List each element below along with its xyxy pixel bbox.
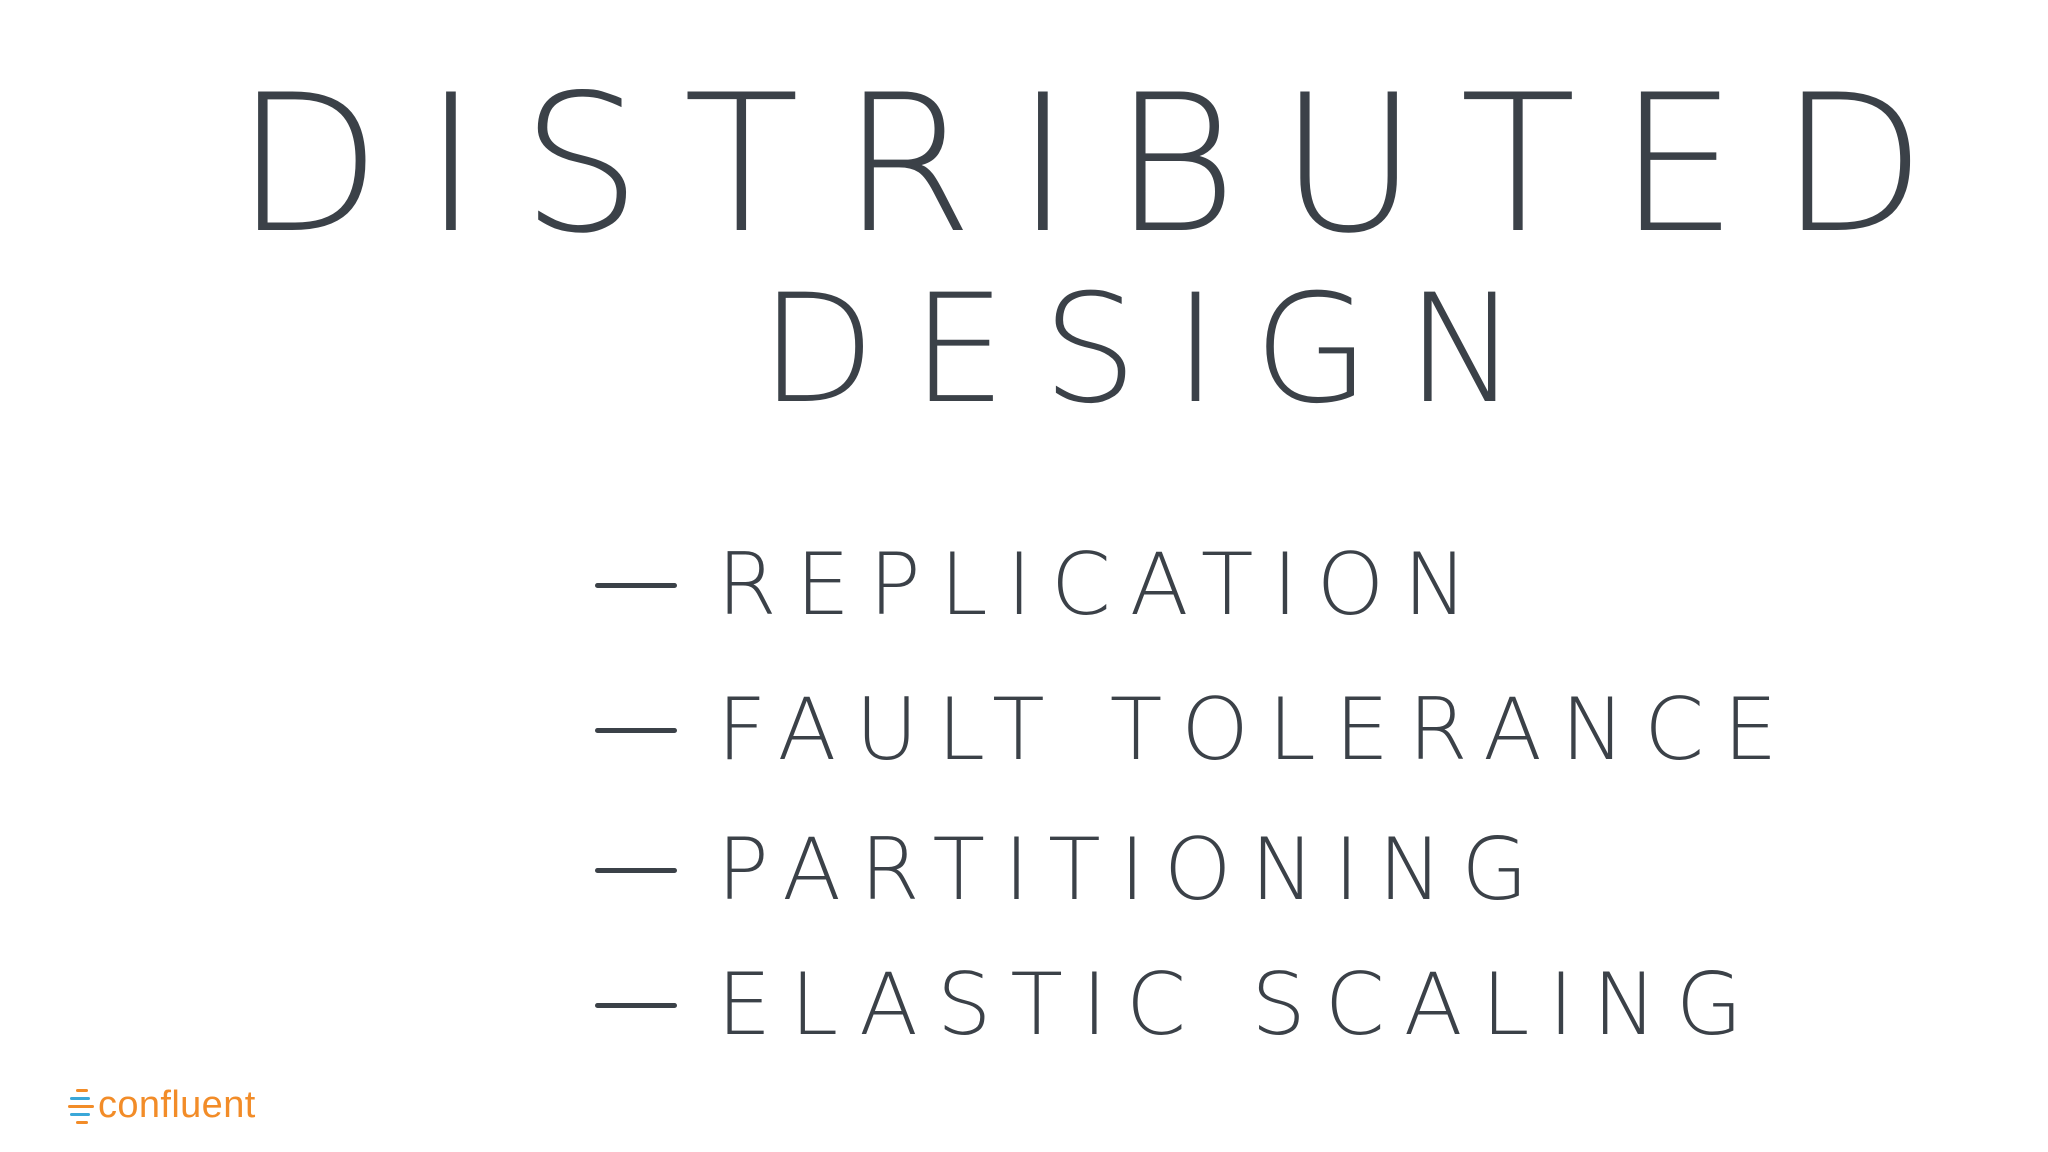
bullet-item: FAULT TOLERANCE [595,680,1796,780]
bullet-item: PARTITIONING [595,820,1547,920]
dash-icon [595,867,677,873]
dash-icon [595,582,677,588]
confluent-logo-icon [68,1085,96,1125]
bullet-text: FAULT TOLERANCE [717,680,1797,780]
bullet-text: PARTITIONING [717,820,1547,920]
bullet-text: ELASTIC SCALING [717,955,1762,1055]
confluent-logo: confluent [68,1083,256,1127]
bullet-item: REPLICATION [595,535,1486,635]
logo-wordmark: confluent [98,1084,256,1126]
dash-icon [595,1002,677,1008]
slide-title-line-2: DESIGN [760,263,1555,437]
bullet-item: ELASTIC SCALING [595,955,1761,1055]
bullet-text: REPLICATION [717,535,1487,635]
slide-title-line-1: DISTRIBUTED BY [235,54,2048,275]
dash-icon [595,727,677,733]
